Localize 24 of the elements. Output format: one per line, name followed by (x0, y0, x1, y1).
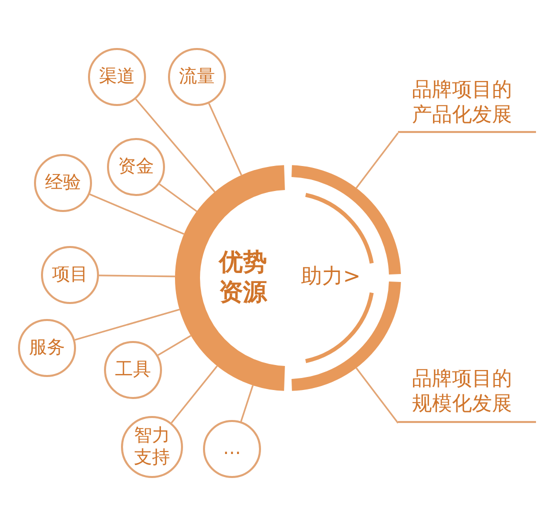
connector-line (89, 194, 184, 235)
circle-label: 经验 (44, 172, 82, 194)
circle-label: 项目 (51, 264, 89, 286)
connector-line (240, 385, 254, 422)
center-subtitle: 助力> (301, 263, 361, 290)
circle-label: 渠道 (98, 66, 136, 88)
connector-line (170, 366, 218, 424)
connector-line (158, 334, 192, 356)
connector-line (98, 274, 176, 278)
outcome-text: 品牌项目的产品化发展 (412, 76, 513, 126)
circle-label: 工具 (114, 359, 152, 381)
connector-line (356, 368, 399, 424)
outcome-text: 品牌项目的规模化发展 (412, 366, 513, 416)
connector-line (158, 183, 198, 212)
circle-label: 资金 (117, 156, 155, 178)
center-title: 优势资源 (219, 247, 268, 307)
circle-label: 服务 (28, 337, 66, 359)
circle-label: 智力支持 (133, 425, 171, 469)
connector-line (74, 308, 180, 341)
circle-label: … (222, 438, 242, 460)
connector-line (208, 103, 242, 176)
connector-line (356, 132, 399, 188)
connector-line (135, 98, 216, 192)
circle-label: 流量 (178, 66, 216, 88)
